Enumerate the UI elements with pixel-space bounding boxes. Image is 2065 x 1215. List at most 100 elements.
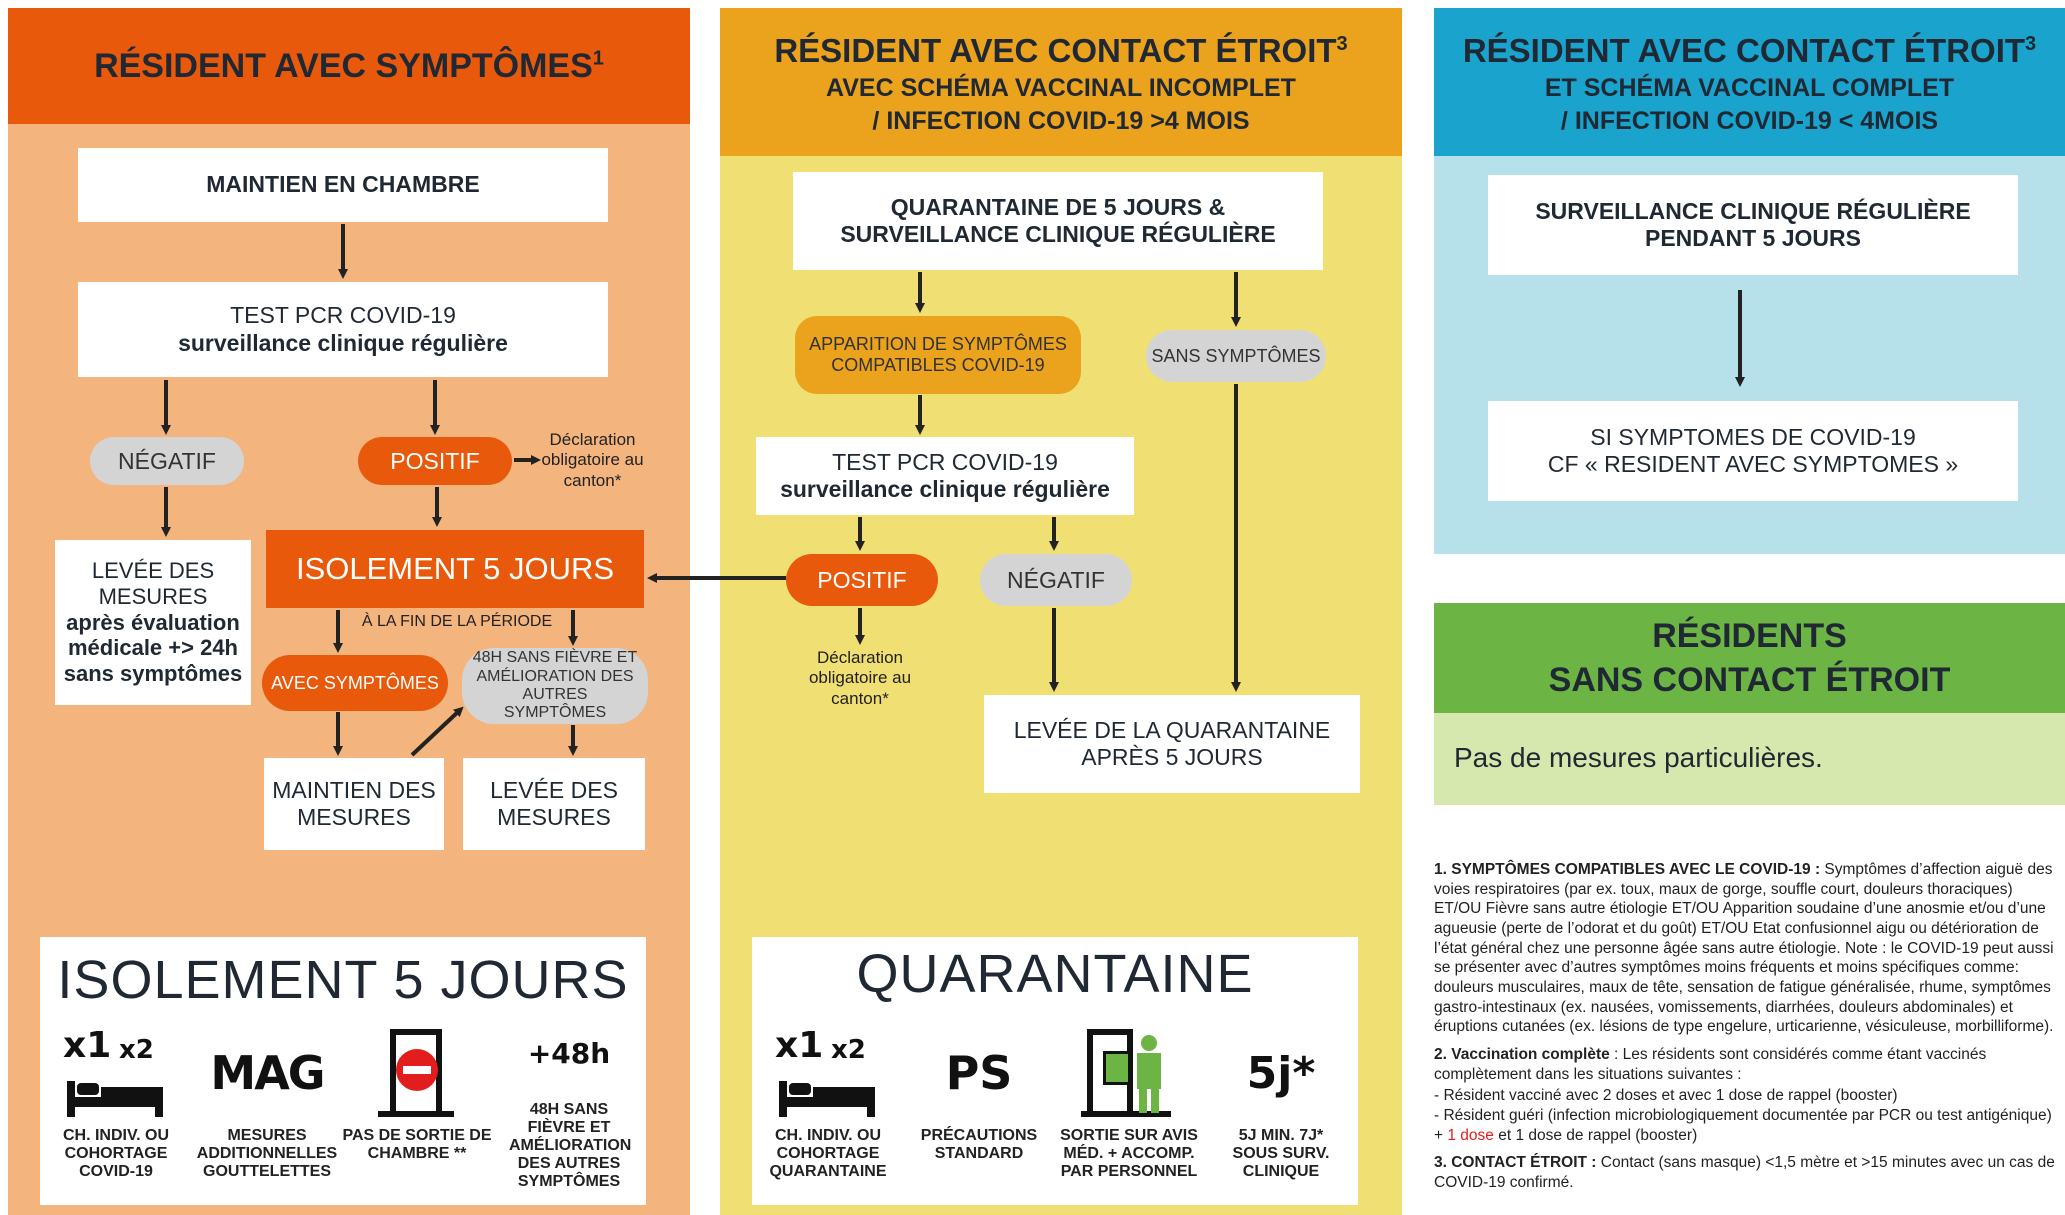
col2-test-pcr-line1: TEST PCR COVID-19 bbox=[832, 448, 1058, 475]
levee-quarantaine-box: LEVÉE DE LA QUARANTAINE APRÈS 5 JOURS bbox=[984, 695, 1360, 793]
col1-test-pcr-line2: surveillance clinique régulière bbox=[178, 329, 508, 356]
isolement-panel: ISOLEMENT 5 JOURS x1 x2 CH. INDIV. OU CO… bbox=[40, 937, 646, 1205]
col3-header-line1: RÉSIDENT AVEC CONTACT ÉTROIT bbox=[1462, 32, 2026, 69]
footnote-1-text: Symptômes d’affection aiguë des voies re… bbox=[1434, 861, 2054, 1036]
col2-test-pcr-line2: surveillance clinique régulière bbox=[780, 476, 1110, 502]
footnote-1-title: 1. SYMPTÔMES COMPATIBLES AVEC LE COVID-1… bbox=[1434, 861, 1821, 878]
col2-test-pcr-box: TEST PCR COVID-19 surveillance clinique … bbox=[756, 437, 1134, 515]
footnote-1: 1. SYMPTÔMES COMPATIBLES AVEC LE COVID-1… bbox=[1434, 860, 2056, 1037]
col1-header-bg bbox=[8, 8, 690, 124]
col2-header-line1: RÉSIDENT AVEC CONTACT ÉTROIT bbox=[774, 32, 1337, 69]
si-symptomes-line2: CF « RESIDENT AVEC SYMPTOMES » bbox=[1547, 451, 1959, 477]
col1-test-pcr-box: TEST PCR COVID-19 surveillance clinique … bbox=[78, 282, 608, 377]
levee-quarantaine-line1: LEVÉE DE LA QUARANTAINE bbox=[1013, 716, 1331, 743]
col4-background bbox=[1434, 713, 2065, 805]
maintien-en-chambre-box: MAINTIEN EN CHAMBRE bbox=[78, 148, 608, 222]
si-symptomes-line1: SI SYMPTOMES DE COVID-19 bbox=[1590, 423, 1916, 450]
footnote-2: 2. Vaccination complète : Les résidents … bbox=[1434, 1045, 2056, 1084]
maintien-mesures-box: MAINTIEN DES MESURES bbox=[264, 758, 444, 850]
col1-positif-pill: POSITIF bbox=[358, 437, 512, 485]
col2-declaration-note: Déclaration obligatoire au canton* bbox=[805, 648, 915, 709]
avec-symptomes-text: AVEC SYMPTÔMES bbox=[271, 672, 439, 693]
quarantaine-icon-sortie: SORTIE SUR AVIS MÉD. + ACCOMP. PAR PERSO… bbox=[1054, 1025, 1204, 1181]
sans-symptomes-text: SANS SYMPTÔMES bbox=[1151, 345, 1321, 366]
isolement-icon-48h-caption: 48H SANS FIÈVRE ET AMÉLIORATION DES AUTR… bbox=[509, 1101, 632, 1190]
col1-header-text: RÉSIDENT AVEC SYMPTÔMES bbox=[94, 46, 593, 85]
fin-periode-text: À LA FIN DE LA PÉRIODE bbox=[361, 613, 553, 630]
col1-positif-text: POSITIF bbox=[390, 447, 480, 474]
col3-header-sup: 3 bbox=[2025, 33, 2037, 55]
footnote-2-item2-a: - Résident guéri (infection microbiologi… bbox=[1434, 1107, 2052, 1144]
no-exit-door-icon bbox=[372, 1025, 462, 1121]
isolement-panel-title: ISOLEMENT 5 JOURS bbox=[57, 950, 629, 1010]
isolement-icon-chambre-caption: CH. INDIV. OU COHORTAGE COVID-19 bbox=[62, 1127, 170, 1180]
col1-declaration-text: Déclaration obligatoire au canton* bbox=[541, 430, 644, 490]
sans-fievre-pill: 48H SANS FIÈVRE ET AMÉLIORATION DES AUTR… bbox=[462, 648, 648, 724]
quarantaine-box: QUARANTAINE DE 5 JOURS & SURVEILLANCE CL… bbox=[793, 172, 1323, 270]
col1-header: RÉSIDENT AVEC SYMPTÔMES1 bbox=[8, 8, 690, 124]
avec-symptomes-pill: AVEC SYMPTÔMES bbox=[262, 655, 448, 711]
col3-header-line2: ET SCHÉMA VACCINAL COMPLET bbox=[1544, 74, 1955, 102]
col3-header-line3: / INFECTION COVID-19 < 4MOIS bbox=[1560, 107, 1939, 135]
col3-header: RÉSIDENT AVEC CONTACT ÉTROIT3 ET SCHÉMA … bbox=[1434, 14, 2065, 154]
isolement-icon-mag: MAG MESURES ADDITIONNELLES GOUTTELETTES bbox=[192, 1025, 342, 1181]
col1-levee-box: LEVÉE DES MESURES après évaluation médic… bbox=[55, 540, 251, 705]
apparition-text: APPARITION DE SYMPTÔMES COMPATIBLES COVI… bbox=[809, 334, 1067, 375]
footnote-3-title: 3. CONTACT ÉTROIT : bbox=[1434, 1154, 1597, 1172]
levee-mesures-text: LEVÉE DES MESURES bbox=[490, 776, 618, 830]
col2-header-sup: 3 bbox=[1336, 33, 1348, 55]
fin-periode-note: À LA FIN DE LA PÉRIODE bbox=[357, 612, 557, 631]
isolement-box: ISOLEMENT 5 JOURS bbox=[266, 530, 644, 608]
quarantaine-icon-chambre: x1 x2 CH. INDIV. OU COHORTAGE QUARANTAIN… bbox=[752, 1025, 904, 1181]
col2-negatif-pill: NÉGATIF bbox=[980, 554, 1132, 606]
isolement-icon-sortie-caption: PAS DE SORTIE DE CHAMBRE ** bbox=[342, 1127, 492, 1162]
col1-test-pcr-line1: TEST PCR COVID-19 bbox=[230, 302, 456, 329]
surveillance-line2: PENDANT 5 JOURS bbox=[1645, 225, 1861, 251]
surveillance-box: SURVEILLANCE CLINIQUE RÉGULIÈRE PENDANT … bbox=[1488, 175, 2018, 275]
col1-negatif-text: NÉGATIF bbox=[118, 447, 216, 474]
five-days-icon: 5j* bbox=[1246, 1047, 1316, 1099]
x2-label: x2 bbox=[831, 1035, 866, 1065]
col2-header-bg bbox=[720, 8, 1402, 156]
col4-header-bg bbox=[1434, 603, 2065, 713]
x2-label: x2 bbox=[119, 1035, 154, 1065]
quarantaine-icon-ps-caption: PRÉCAUTIONS STANDARD bbox=[920, 1127, 1038, 1162]
isolement-icon-mag-caption: MESURES ADDITIONNELLES GOUTTELETTES bbox=[196, 1127, 338, 1180]
col1-declaration-note: Déclaration obligatoire au canton* bbox=[540, 430, 645, 491]
sans-symptomes-pill: SANS SYMPTÔMES bbox=[1146, 330, 1326, 382]
footnote-2-text: : Les résidents sont considérés comme ét… bbox=[1434, 1046, 1987, 1083]
quarantaine-icon-ps: PS PRÉCAUTIONS STANDARD bbox=[904, 1025, 1054, 1163]
levee-quarantaine-line2: APRÈS 5 JOURS bbox=[1081, 744, 1263, 770]
levee-mesures-box: LEVÉE DES MESURES bbox=[463, 758, 645, 850]
footnote-2-item2-red: 1 dose bbox=[1447, 1126, 1494, 1144]
col2-header-line3: / INFECTION COVID-19 >4 MOIS bbox=[872, 107, 1250, 135]
quarantaine-icon-5j: 5j* 5J MIN. 7J* SOUS SURV. CLINIQUE bbox=[1204, 1025, 1358, 1181]
footnote-2-title: 2. Vaccination complète bbox=[1434, 1046, 1610, 1064]
quarantaine-line2: SURVEILLANCE CLINIQUE RÉGULIÈRE bbox=[840, 221, 1276, 247]
apparition-pill: APPARITION DE SYMPTÔMES COMPATIBLES COVI… bbox=[795, 316, 1081, 394]
isolement-icon-sortie: PAS DE SORTIE DE CHAMBRE ** bbox=[342, 1025, 492, 1163]
col2-header: RÉSIDENT AVEC CONTACT ÉTROIT3 AVEC SCHÉM… bbox=[720, 14, 1402, 154]
col1-header-sup: 1 bbox=[592, 47, 604, 70]
col4-header: RÉSIDENTS SANS CONTACT ÉTROIT bbox=[1434, 603, 2065, 713]
quarantaine-icon-sortie-caption: SORTIE SUR AVIS MÉD. + ACCOMP. PAR PERSO… bbox=[1060, 1127, 1198, 1180]
mag-icon: MAG bbox=[210, 1046, 325, 1100]
maintien-mesures-text: MAINTIEN DES MESURES bbox=[272, 776, 436, 830]
quarantaine-icon-5j-caption: 5J MIN. 7J* SOUS SURV. CLINIQUE bbox=[1232, 1127, 1330, 1180]
bed-icon: x1 x2 bbox=[773, 1025, 883, 1121]
col2-declaration-text: Déclaration obligatoire au canton* bbox=[808, 648, 912, 708]
maintien-en-chambre-text: MAINTIEN EN CHAMBRE bbox=[206, 171, 480, 198]
col1-negatif-pill: NÉGATIF bbox=[90, 437, 244, 485]
quarantaine-icon-chambre-caption: CH. INDIV. OU COHORTAGE QUARANTAINE bbox=[769, 1127, 887, 1180]
col4-header-line1: RÉSIDENTS bbox=[1652, 616, 1847, 655]
col1-levee-line2: après évaluation médicale +> 24h sans sy… bbox=[63, 609, 243, 687]
col4-body: Pas de mesures particulières. bbox=[1454, 742, 1823, 773]
bed-icon: x1 x2 bbox=[61, 1025, 171, 1121]
col2-negatif-text: NÉGATIF bbox=[1007, 566, 1105, 593]
quarantaine-line1: QUARANTAINE DE 5 JOURS & bbox=[890, 193, 1226, 220]
col1-levee-line1: LEVÉE DES MESURES bbox=[91, 557, 215, 609]
isolement-icon-48h: +48h 48H SANS FIÈVRE ET AMÉLIORATION DES… bbox=[492, 1025, 646, 1191]
col4-header-line2: SANS CONTACT ÉTROIT bbox=[1548, 661, 1951, 699]
ps-icon: PS bbox=[945, 1046, 1013, 1100]
accompanied-exit-icon bbox=[1081, 1025, 1177, 1121]
